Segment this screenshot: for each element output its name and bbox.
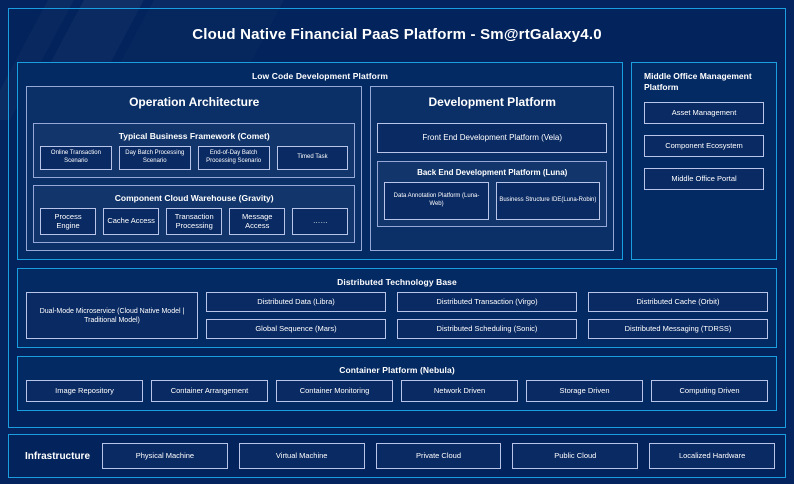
- box-cache-access[interactable]: Cache Access: [103, 207, 160, 236]
- container-platform-title: Container Platform (Nebula): [339, 365, 455, 376]
- operation-architecture-title: Operation Architecture: [129, 95, 260, 109]
- box-day-batch-processing-scenario[interactable]: Day Batch Processing Scenario: [118, 146, 191, 170]
- box-localized-hardware[interactable]: Localized Hardware: [649, 443, 775, 469]
- box-distributed-data[interactable]: Distributed Data (Libra): [206, 292, 386, 313]
- box-storage-driven[interactable]: Storage Driven: [526, 380, 643, 403]
- distributed-technology-base-title: Distributed Technology Base: [337, 277, 457, 288]
- container-platform-panel: Container Platform (Nebula) Image Reposi…: [17, 356, 777, 412]
- box-component-ecosystem[interactable]: Component Ecosystem: [644, 134, 764, 157]
- box-global-sequence[interactable]: Global Sequence (Mars): [206, 319, 386, 340]
- infrastructure-label: Infrastructure: [25, 450, 91, 462]
- container-platform-items: Image Repository Container Arrangement C…: [26, 380, 768, 403]
- operation-architecture-group: Operation Architecture Typical Business …: [26, 86, 363, 252]
- box-distributed-cache[interactable]: Distributed Cache (Orbit): [588, 292, 768, 313]
- platform-architecture-frame: Cloud Native Financial PaaS Platform - S…: [8, 8, 786, 428]
- box-container-arrangement[interactable]: Container Arrangement: [151, 380, 268, 403]
- infrastructure-items: Physical Machine Virtual Machine Private…: [102, 443, 775, 469]
- top-region: Low Code Development Platform Operation …: [17, 62, 777, 261]
- middle-office-management-platform-panel: Middle Office Management Platform Asset …: [631, 62, 777, 261]
- back-end-items: Data Annotation Platform (Luna-Web) Busi…: [384, 182, 600, 220]
- box-transaction-processing[interactable]: Transaction Processing: [166, 207, 223, 236]
- box-container-monitoring[interactable]: Container Monitoring: [276, 380, 393, 403]
- box-private-cloud[interactable]: Private Cloud: [375, 443, 502, 469]
- box-data-annotation-platform[interactable]: Data Annotation Platform (Luna-Web): [384, 182, 489, 220]
- box-middle-office-portal[interactable]: Middle Office Portal: [644, 167, 764, 190]
- middle-office-panel-title: Middle Office Management Platform: [644, 71, 752, 93]
- box-distributed-transaction[interactable]: Distributed Transaction (Virgo): [397, 292, 577, 313]
- box-image-repository[interactable]: Image Repository: [26, 380, 143, 403]
- box-timed-task[interactable]: Timed Task: [276, 146, 349, 170]
- box-front-end-development-platform[interactable]: Front End Development Platform (Vela): [377, 123, 607, 153]
- distributed-technology-base-panel: Distributed Technology Base Dual-Mode Mi…: [17, 268, 777, 349]
- low-code-development-platform-panel: Low Code Development Platform Operation …: [17, 62, 623, 261]
- low-code-panel-title: Low Code Development Platform: [251, 71, 389, 81]
- back-end-development-platform-title: Back End Development Platform (Luna): [417, 168, 568, 177]
- middle-office-items: Asset Management Component Ecosystem Mid…: [640, 101, 768, 192]
- box-computing-driven[interactable]: Computing Driven: [651, 380, 768, 403]
- box-physical-machine[interactable]: Physical Machine: [102, 443, 228, 469]
- development-platform-group: Development Platform Front End Developme…: [370, 86, 614, 252]
- component-cloud-warehouse-items: Process Engine Cache Access Transaction …: [40, 207, 349, 236]
- box-dual-mode-microservice[interactable]: Dual-Mode Microservice (Cloud Native Mod…: [26, 292, 198, 340]
- box-network-driven[interactable]: Network Driven: [401, 380, 518, 403]
- component-cloud-warehouse-group: Component Cloud Warehouse (Gravity) Proc…: [33, 184, 356, 244]
- box-public-cloud[interactable]: Public Cloud: [512, 443, 639, 469]
- infrastructure-frame: Infrastructure Physical Machine Virtual …: [8, 434, 786, 478]
- box-more-ellipsis[interactable]: ……: [292, 207, 349, 236]
- box-end-of-day-batch-processing-scenario[interactable]: End-of-Day Batch Processing Scenario: [197, 146, 270, 170]
- box-virtual-machine[interactable]: Virtual Machine: [238, 443, 365, 469]
- typical-business-framework-title: Typical Business Framework (Comet): [118, 131, 270, 141]
- box-process-engine[interactable]: Process Engine: [40, 207, 97, 236]
- diagram-header: Cloud Native Financial PaaS Platform - S…: [17, 17, 777, 54]
- dual-mode-microservice-wrapper: Dual-Mode Microservice (Cloud Native Mod…: [26, 292, 198, 340]
- box-message-access[interactable]: Message Access: [229, 207, 286, 236]
- typical-business-framework-group: Typical Business Framework (Comet) Onlin…: [33, 123, 356, 178]
- box-distributed-scheduling[interactable]: Distributed Scheduling (Sonic): [397, 319, 577, 340]
- page-title: Cloud Native Financial PaaS Platform - S…: [192, 26, 602, 43]
- development-platform-title: Development Platform: [428, 95, 556, 109]
- component-cloud-warehouse-title: Component Cloud Warehouse (Gravity): [114, 192, 274, 203]
- box-distributed-messaging[interactable]: Distributed Messaging (TDRSS): [588, 319, 768, 340]
- distributed-technology-items: Distributed Data (Libra) Distributed Tra…: [206, 292, 768, 340]
- box-business-structure-ide[interactable]: Business Structure IDE(Luna-Robin): [495, 182, 600, 220]
- back-end-development-platform-group: Back End Development Platform (Luna) Dat…: [377, 161, 607, 227]
- box-online-transaction-scenario[interactable]: Online Transaction Scenario: [40, 146, 112, 170]
- box-asset-management[interactable]: Asset Management: [644, 101, 764, 124]
- typical-business-framework-items: Online Transaction Scenario Day Batch Pr…: [40, 146, 349, 170]
